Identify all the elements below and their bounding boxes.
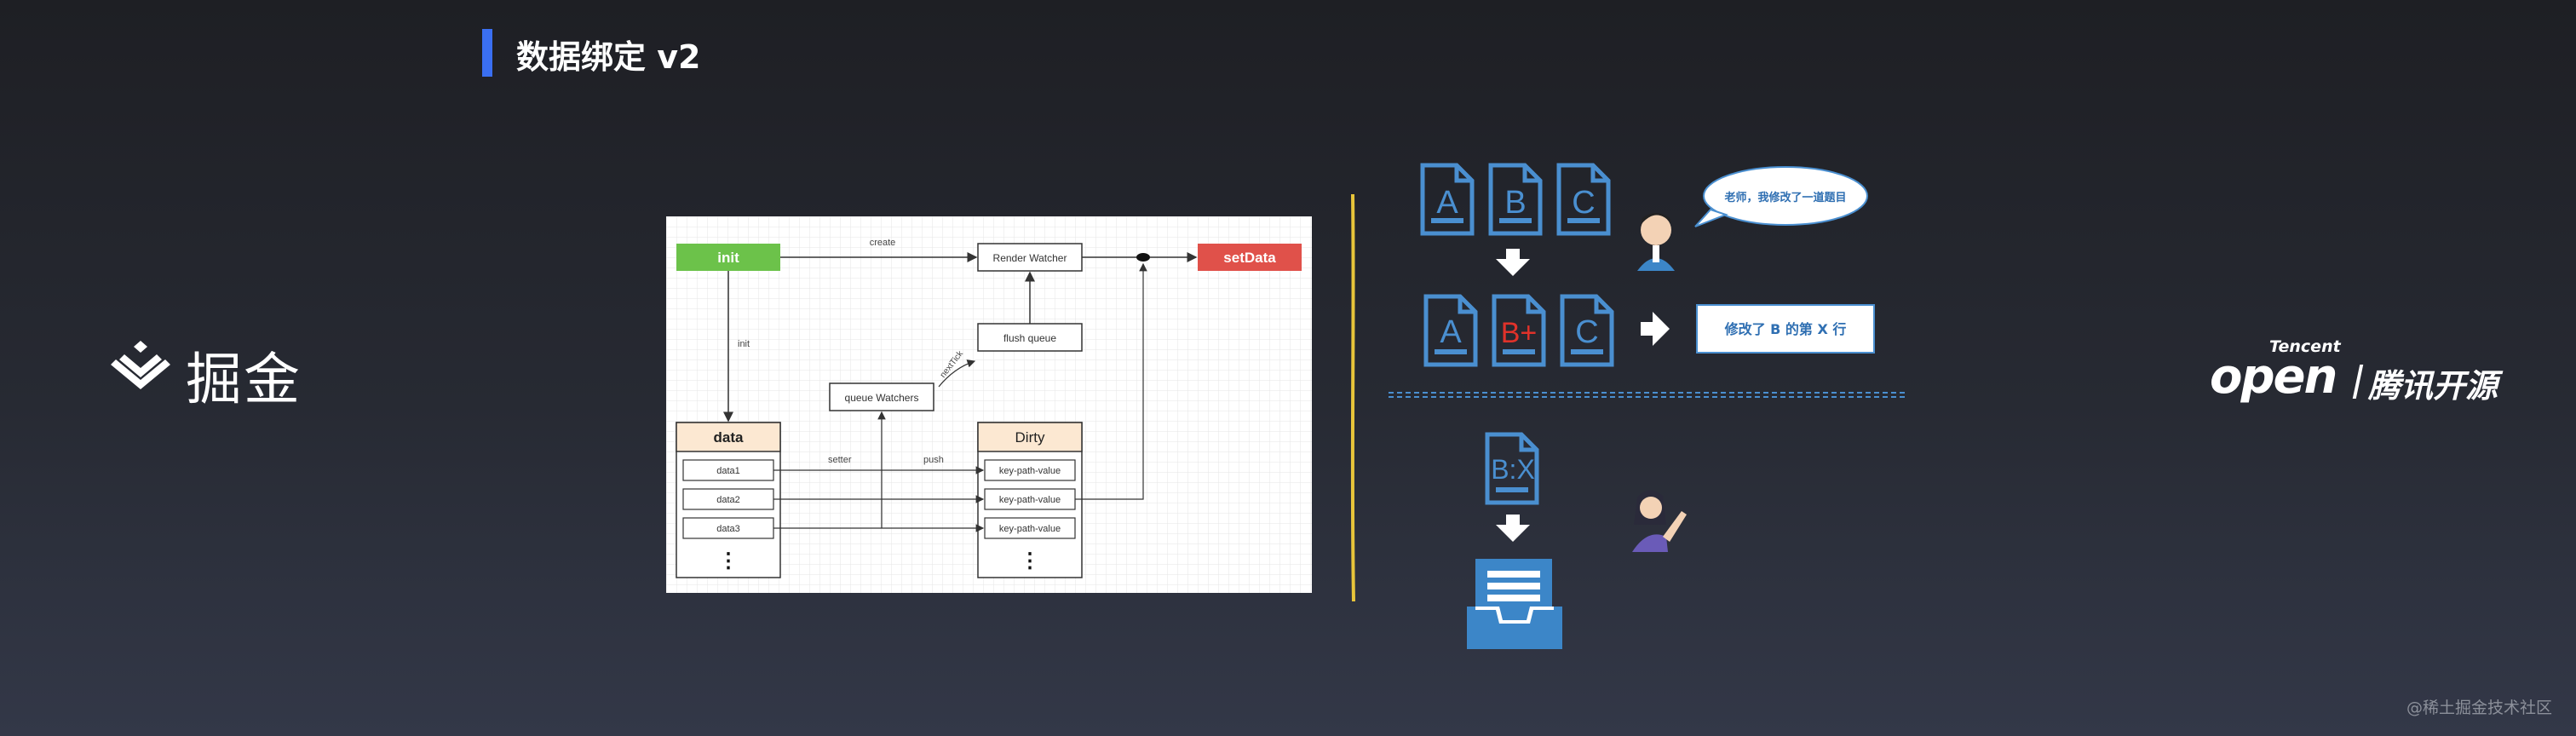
dirty-item [984,488,1076,510]
result-box [1696,304,1875,354]
create-edge-label: create [870,238,896,248]
doc-letter: B [1504,185,1526,221]
render-watcher-node [977,243,1083,272]
result-text: 修改了 B 的第 X 行 [1724,321,1847,337]
down-arrow-icon [1496,249,1530,276]
tencent-logo-small: Tencent [2269,337,2341,356]
right-illustration: A B C 老师，我修改了一道题目 A B+ C 修改了 B 的第 X 行 B:… [1350,153,1908,649]
data-item-label: data2 [716,495,740,505]
page-title: 数据绑定 v2 [516,38,701,76]
data-item [682,459,774,481]
render-watcher-label: Render Watcher [993,252,1067,264]
juejin-logo-text: 掘金 [186,347,302,412]
inbox-icon [1467,559,1562,649]
flush-queue-node [977,323,1083,352]
dirty-ellipsis: ⋮ [1020,549,1040,572]
dirty-item-label: key-path-value [999,495,1061,505]
push-edge-label: push [923,455,944,465]
doc-letter-modified: B+ [1501,317,1538,349]
down-arrow-icon [1496,515,1530,542]
dirty-item-label: key-path-value [999,524,1061,534]
speech-bubble [1703,166,1868,226]
dirty-item [984,517,1076,539]
speech-text: 老师，我修改了一道题目 [1723,191,1846,204]
setter-edge-label: setter [828,455,852,465]
data-item-label: data1 [716,466,740,476]
dirty-item [984,459,1076,481]
dirty-item-label: key-path-value [999,466,1061,476]
tencent-logo-separator [2352,365,2364,399]
junction-dot [1136,253,1150,262]
dirty-header [977,422,1083,452]
tencent-logo-cn: 腾讯开源 [2368,367,2498,405]
data-binding-diagram: init create Render Watcher setData init … [666,216,1312,593]
doc-letter: A [1440,314,1462,350]
setdata-node [1198,244,1302,271]
yellow-divider [1350,193,1355,602]
dirty-to-setdata-edge [1075,262,1147,500]
init-edge-label: init [738,339,750,349]
doc-label-single: B:X [1491,454,1535,485]
student-avatar [1632,490,1687,552]
init-node-label: init [717,250,739,266]
flush-queue-label: flush queue [1003,332,1056,344]
tencent-open-logo: Tencent open 腾讯开源 [2210,337,2516,405]
setdata-node-label: setData [1223,250,1276,266]
data-ellipsis: ⋮ [718,549,739,572]
queue-watchers-node [829,382,934,411]
data-item [682,517,774,539]
watermark: @稀土掘金技术社区 [2406,699,2552,717]
data-header [676,422,781,452]
doc-letter: A [1436,185,1458,221]
init-node [676,244,780,271]
doc-letter: C [1575,314,1598,350]
juejin-logo-icon [111,341,170,389]
queue-watchers-label: queue Watchers [845,392,919,404]
teacher-avatar [1637,213,1675,271]
data-item-label: data3 [716,524,740,534]
nexttick-edge [938,359,976,388]
title-accent-bar [482,29,492,77]
right-arrow-icon [1641,312,1670,346]
tencent-logo-open: open [2210,349,2337,405]
doc-letter: C [1572,185,1595,221]
dirty-header-label: Dirty [1015,429,1045,446]
data-header-label: data [714,429,745,446]
